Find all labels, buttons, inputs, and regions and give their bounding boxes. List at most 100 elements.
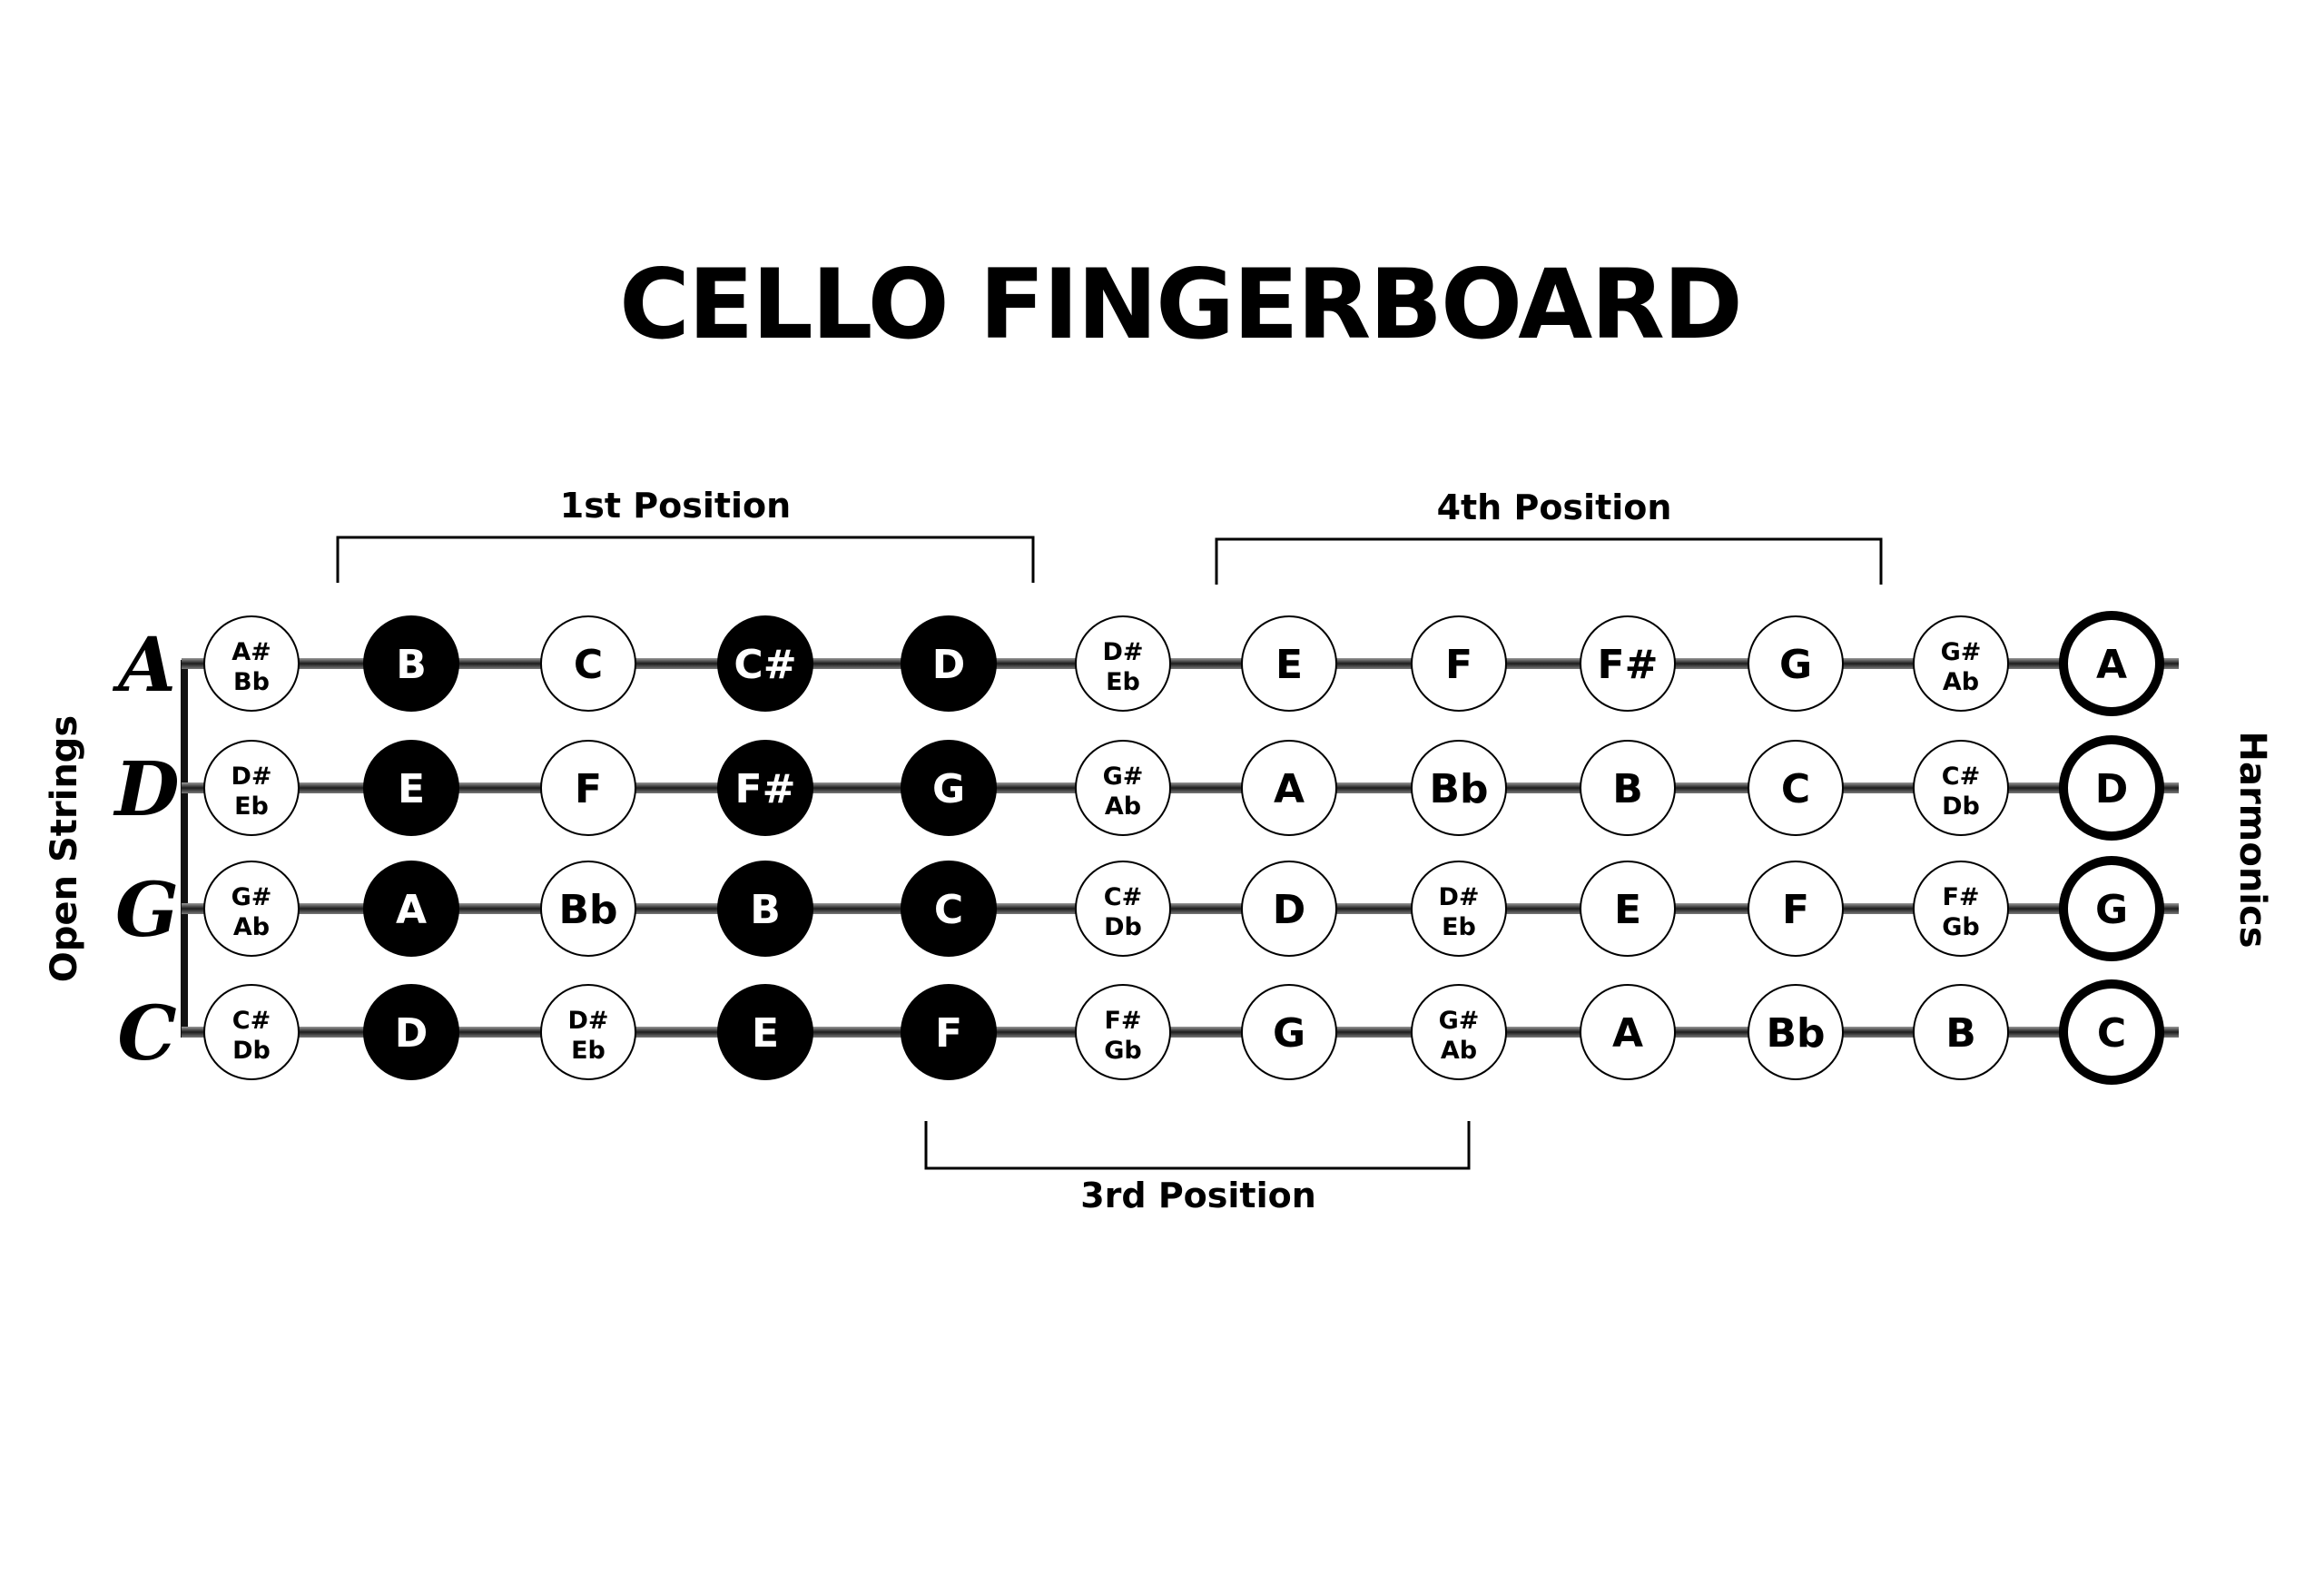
note-circle <box>1580 615 1676 712</box>
note-circle <box>1580 740 1676 836</box>
note-label-flat: Ab <box>233 913 270 941</box>
string-line-g <box>182 903 2179 914</box>
note-circle <box>1075 615 1171 712</box>
harmonic-circle <box>2059 856 2164 961</box>
third-position-label: 3rd Position <box>1080 1176 1316 1215</box>
harmonic-circle <box>2059 979 2164 1085</box>
strings-layer <box>182 658 2179 1038</box>
note-label: D <box>932 642 966 688</box>
note-label: A <box>1612 1010 1643 1057</box>
harmonics-label: Harmonics <box>2231 731 2273 948</box>
note-d-1: D#Eb <box>203 740 300 836</box>
string-line-d <box>182 782 2179 793</box>
note-g-7: D <box>1241 861 1337 957</box>
note-circle <box>1580 861 1676 957</box>
note-circle <box>1913 615 2009 712</box>
fourth-position-label: 4th Position <box>1437 487 1672 527</box>
note-circle <box>1241 615 1337 712</box>
note-c-3: D#Eb <box>540 984 636 1080</box>
note-c-7: G <box>1241 984 1337 1080</box>
note-label-flat: Db <box>1104 913 1142 941</box>
note-g-5: C <box>901 861 997 957</box>
bracket-third-position: 3rd Position <box>924 1121 1471 1215</box>
note-circle <box>1748 740 1844 836</box>
open-string-a: A <box>112 622 176 709</box>
note-label-sharp: D# <box>1438 883 1479 911</box>
note-label-sharp: A# <box>231 638 271 666</box>
nut-bar <box>181 660 188 1038</box>
note-circle <box>1913 984 2009 1080</box>
note-label: Bb <box>1766 1010 1825 1057</box>
note-label: E <box>398 766 425 812</box>
string-line-c <box>182 1027 2179 1038</box>
note-a-12: A <box>2059 611 2164 716</box>
note-label-flat: Eb <box>234 792 269 821</box>
note-g-11: F#Gb <box>1913 861 2009 957</box>
note-circle <box>540 740 636 836</box>
note-label: Bb <box>558 887 617 933</box>
note-a-8: F <box>1411 615 1507 712</box>
note-label: E <box>1275 642 1303 688</box>
note-label-flat: Gb <box>1104 1037 1142 1065</box>
note-c-12: C <box>2059 979 2164 1085</box>
note-g-1: G#Ab <box>203 861 300 957</box>
open-strings-label: Open Strings <box>44 715 85 982</box>
note-label-flat: Db <box>1942 792 1980 821</box>
note-label: A <box>396 887 427 933</box>
page-title: CELLO FINGERBOARD <box>619 249 1741 360</box>
note-g-10: F <box>1748 861 1844 957</box>
note-d-5: G <box>901 740 997 836</box>
note-d-7: A <box>1241 740 1337 836</box>
bracket-fourth-position: 4th Position <box>1215 487 1883 585</box>
note-a-10: G <box>1748 615 1844 712</box>
note-circle-filled <box>901 740 997 836</box>
note-label: G <box>1273 1010 1305 1057</box>
note-label-flat: Ab <box>1943 668 1979 696</box>
harmonic-circle <box>2059 611 2164 716</box>
note-label: B <box>396 642 427 688</box>
note-circle <box>1411 861 1507 957</box>
note-label: C# <box>734 642 796 688</box>
note-c-4: E <box>717 984 813 1080</box>
note-c-2: D <box>363 984 459 1080</box>
note-circle <box>1411 615 1507 712</box>
note-g-8: D#Eb <box>1411 861 1507 957</box>
first-position-label: 1st Position <box>560 486 791 526</box>
note-label: F <box>575 766 602 812</box>
note-label-flat: Ab <box>1105 792 1141 821</box>
note-label-sharp: G# <box>231 883 272 911</box>
note-c-5: F <box>901 984 997 1080</box>
note-label: B <box>1945 1010 1976 1057</box>
note-circle <box>1748 984 1844 1080</box>
note-g-12: G <box>2059 856 2164 961</box>
note-label-flat: Eb <box>1442 913 1476 941</box>
note-a-4: C# <box>717 615 813 712</box>
note-label: C <box>934 887 963 933</box>
note-circle <box>1075 740 1171 836</box>
note-d-12: D <box>2059 735 2164 841</box>
note-circle-filled <box>717 984 813 1080</box>
note-circle <box>203 984 300 1080</box>
note-c-9: A <box>1580 984 1676 1080</box>
note-label: B <box>1612 766 1643 812</box>
note-label: F <box>1782 887 1809 933</box>
note-circle-filled <box>717 740 813 836</box>
note-g-9: E <box>1580 861 1676 957</box>
note-a-5: D <box>901 615 997 712</box>
note-circle <box>1411 984 1507 1080</box>
note-label: A <box>2096 642 2127 688</box>
note-d-6: G#Ab <box>1075 740 1171 836</box>
note-label: F# <box>1598 642 1659 688</box>
note-label: E <box>752 1010 779 1057</box>
note-label-sharp: F# <box>1104 1007 1141 1035</box>
note-label: D <box>395 1010 428 1057</box>
note-label: F <box>935 1010 962 1057</box>
note-label: D <box>2095 766 2129 812</box>
note-label-flat: Eb <box>1106 668 1140 696</box>
open-string-d: D <box>113 746 179 833</box>
note-circle <box>1913 740 2009 836</box>
note-label: G <box>1779 642 1812 688</box>
note-circle <box>1075 984 1171 1080</box>
note-g-6: C#Db <box>1075 861 1171 957</box>
note-d-4: F# <box>717 740 813 836</box>
